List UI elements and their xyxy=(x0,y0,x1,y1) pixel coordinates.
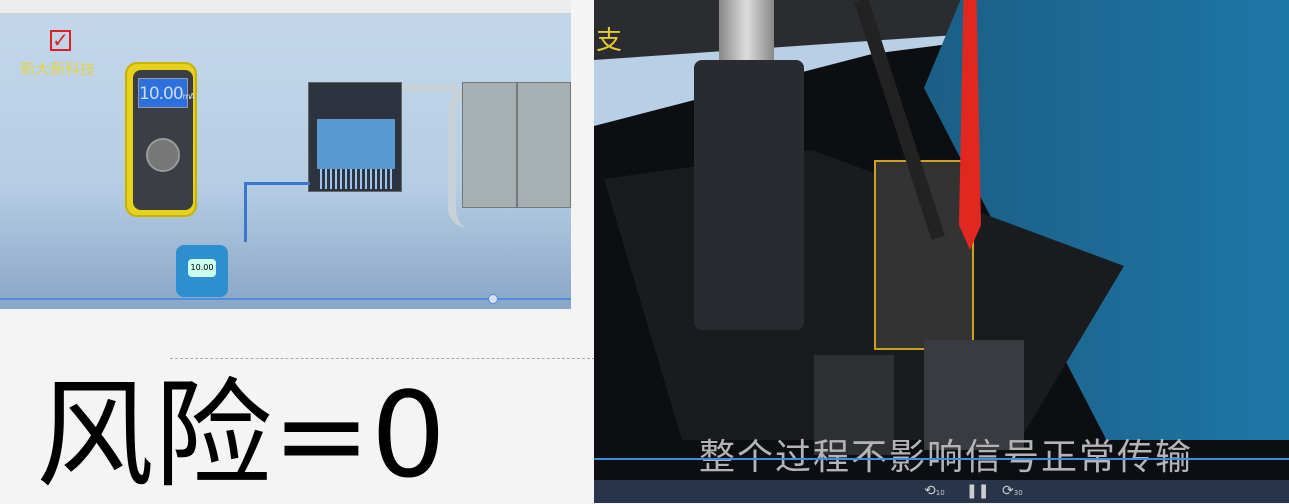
divider xyxy=(170,358,595,359)
corner-logo-char: 支 xyxy=(596,26,623,56)
red-probe xyxy=(959,0,981,250)
player-controls-bar xyxy=(594,480,1289,503)
video-progress-bar[interactable] xyxy=(0,298,571,300)
conduit xyxy=(400,84,458,92)
signal-cable xyxy=(244,182,310,242)
closeup-video-frame: 支 整个过程不影响信号正常传输 ⟲10 ❚❚ ⟳30 xyxy=(594,0,1289,503)
window-title-bar xyxy=(0,0,571,14)
fuse-holder xyxy=(924,340,1024,450)
multimeter: 10.00mA xyxy=(125,62,197,217)
rewind-10-button[interactable]: ⟲10 xyxy=(924,483,945,499)
checkmark-logo-icon: ✓ xyxy=(50,30,71,51)
video-progress-bar[interactable] xyxy=(594,458,1289,460)
forward-30-button[interactable]: ⟳30 xyxy=(1002,483,1023,499)
brand-logo-text: 新大新科技 xyxy=(20,60,96,78)
connector-plug xyxy=(694,60,804,330)
control-cabinet xyxy=(462,82,517,208)
multimeter-display: 10.00mA xyxy=(138,78,195,108)
caption-text: 风险=0 xyxy=(36,366,446,504)
pressure-transmitter: 10.00 xyxy=(176,245,228,297)
video-subtitle: 整个过程不影响信号正常传输 xyxy=(699,437,1194,478)
simulation-video-frame: ✓ 新大新科技 10.00mA 10.00 xyxy=(0,0,571,309)
terminal-block xyxy=(814,355,894,455)
pause-button[interactable]: ❚❚ xyxy=(966,483,990,499)
control-cabinet xyxy=(517,82,571,208)
progress-handle[interactable] xyxy=(488,294,498,304)
io-module-panel xyxy=(308,82,402,192)
dial-icon xyxy=(146,138,180,172)
